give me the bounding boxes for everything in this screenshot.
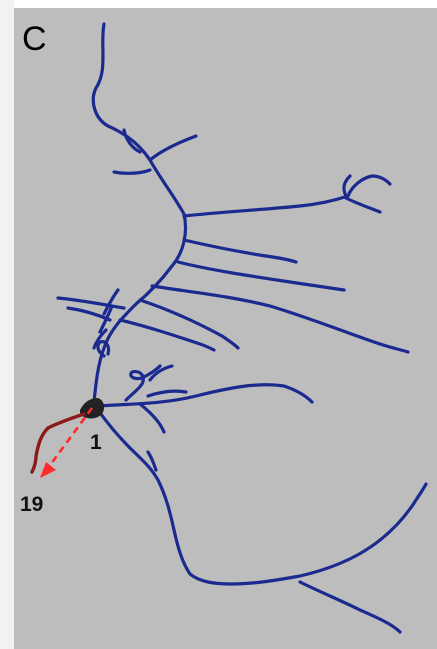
panel-letter: C: [22, 22, 47, 56]
target-label: 19: [20, 494, 43, 515]
dendrite-upper-right-fork: [346, 198, 380, 212]
dendrite-top-branch-a: [150, 136, 196, 160]
dendrite-top-branch-b: [114, 170, 150, 173]
dendrite-lower-trunk: [98, 410, 426, 584]
dendrite-mid-2: [178, 262, 344, 290]
dendrite-lower-tail: [300, 582, 400, 632]
dendrite-lower-right: [96, 385, 312, 406]
dendrite-mid-1: [184, 240, 296, 262]
red-branch: [32, 414, 84, 472]
origin-label: 1: [90, 432, 102, 453]
arrow-head: [40, 462, 56, 478]
dendrite-upper-right: [184, 176, 390, 216]
dendrite-lower-fork: [140, 404, 164, 432]
dendrite-lower-branch-b: [148, 391, 186, 396]
